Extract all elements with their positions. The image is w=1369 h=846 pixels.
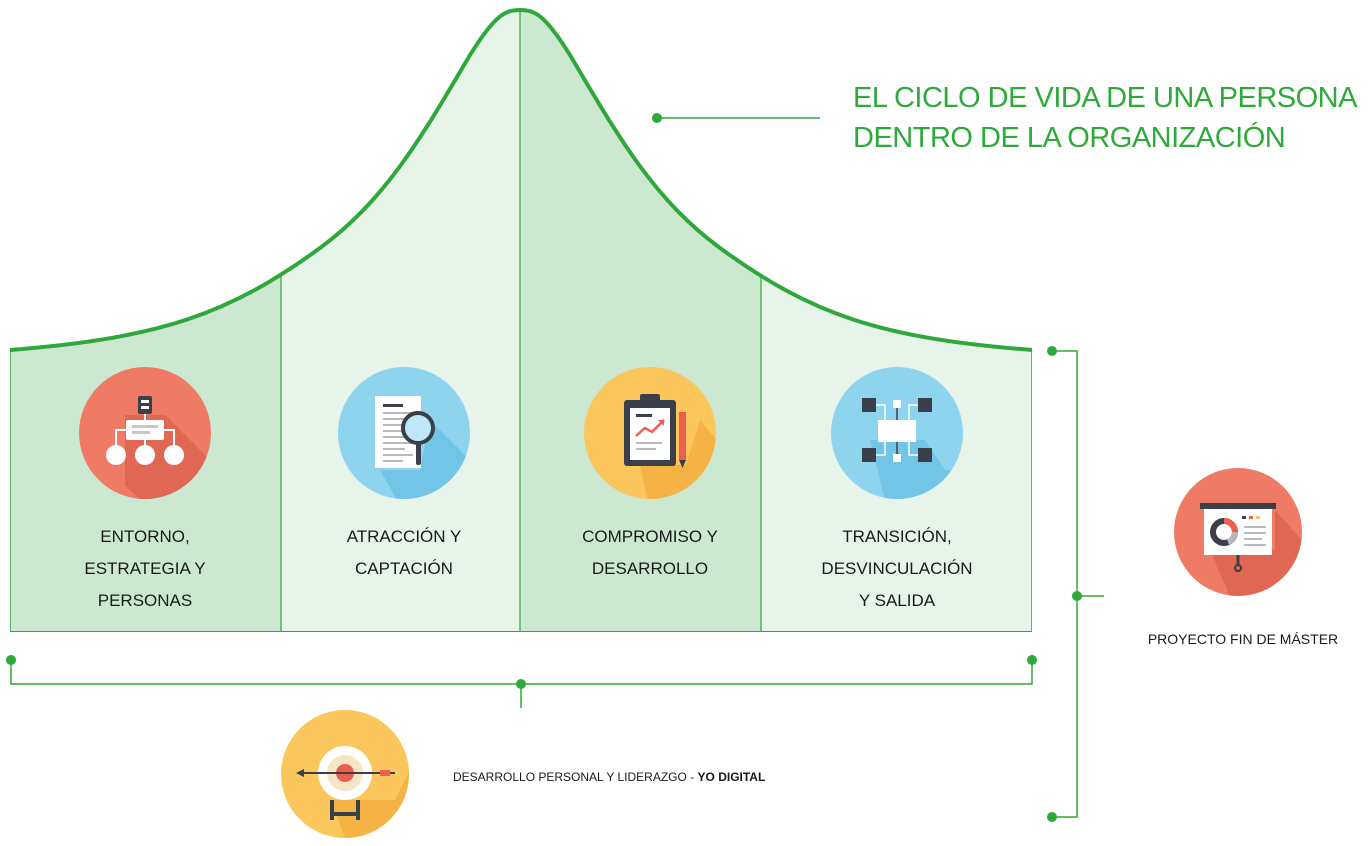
title-line-1: EL CICLO DE VIDA DE UNA PERSONA: [853, 82, 1357, 114]
stage-label-line: COMPROMISO Y: [582, 527, 718, 546]
target-icon: [281, 710, 409, 838]
stage-label-line: CAPTACIÓN: [355, 559, 453, 578]
stage-label-line: DESVINCULACIÓN: [821, 559, 973, 578]
bottom-label: DESARROLLO PERSONAL Y LIDERAZGO - YO DIG…: [453, 770, 765, 784]
stage-label-entorno: ENTORNO, ESTRATEGIA Y PERSONAS: [45, 521, 245, 617]
side-label: PROYECTO FIN DE MÁSTER: [1147, 631, 1339, 647]
stage-label-line: TRANSICIÓN,: [842, 527, 952, 546]
presentation-board-icon: [1174, 468, 1302, 596]
stage-label-line: ENTORNO,: [100, 527, 190, 546]
right-bracket: [1047, 346, 1104, 822]
diagram-title: EL CICLO DE VIDA DE UNA PERSONA DENTRO D…: [853, 78, 1357, 158]
title-connector: [652, 113, 820, 123]
bottom-label-bold: YO DIGITAL: [697, 770, 766, 784]
stage-label-compromiso: COMPROMISO Y DESARROLLO: [550, 521, 750, 585]
stage-label-transicion: TRANSICIÓN, DESVINCULACIÓN Y SALIDA: [797, 521, 997, 617]
bottom-bracket: [6, 655, 1037, 708]
stage-label-line: DESARROLLO: [591, 559, 709, 578]
stage-label-line: Y SALIDA: [858, 591, 936, 610]
stage-label-atraccion: ATRACCIÓN Y CAPTACIÓN: [304, 521, 504, 585]
title-line-2: DENTRO DE LA ORGANIZACIÓN: [853, 122, 1286, 154]
bell-curve-line: [9, 7, 1033, 352]
stage-label-line: PERSONAS: [97, 591, 193, 610]
stage-label-line: ATRACCIÓN Y: [346, 527, 462, 546]
stage-label-line: ESTRATEGIA Y: [84, 559, 206, 578]
bottom-label-normal: DESARROLLO PERSONAL Y LIDERAZGO -: [453, 770, 698, 784]
